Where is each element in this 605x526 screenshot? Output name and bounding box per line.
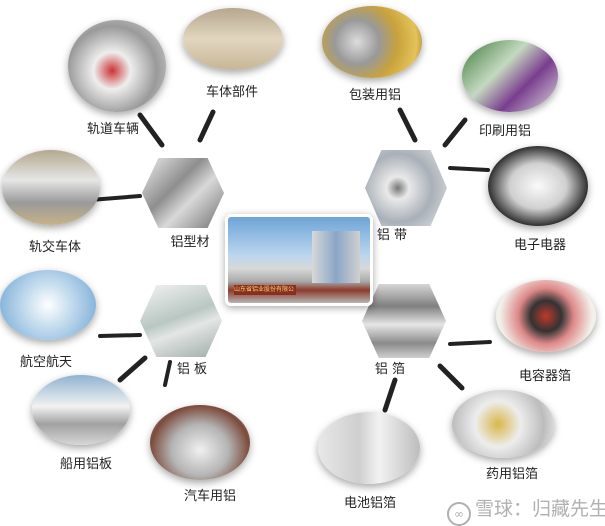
- hub-label-profile: 铝型材: [170, 235, 210, 250]
- medicinal-foil-photo: [452, 390, 554, 458]
- packaging-photo: [322, 6, 422, 78]
- connector: [448, 340, 492, 346]
- rail-transit-body-photo: [2, 150, 100, 225]
- app-label: 船用铝板: [59, 457, 113, 472]
- aerospace-photo: [0, 270, 96, 340]
- app-label: 车体部件: [205, 85, 259, 100]
- capacitor-foil-photo: [496, 280, 596, 352]
- connector: [442, 117, 468, 148]
- connector: [197, 109, 216, 143]
- app-label: 包装用铝: [348, 88, 402, 103]
- connector: [437, 363, 465, 391]
- hub-label-foil: 铝 箔: [374, 362, 406, 377]
- hub-label-strip: 铝 带: [376, 228, 408, 243]
- app-label: 印刷用铝: [478, 124, 532, 139]
- connector: [117, 355, 148, 383]
- app-label: 药用铝箔: [485, 467, 539, 482]
- watermark: ∞雪球：归藏先生: [447, 494, 605, 526]
- app-label: 轨交车体: [28, 240, 82, 255]
- automotive-photo: [150, 405, 250, 480]
- connector: [88, 194, 142, 202]
- app-label: 汽车用铝: [183, 489, 237, 504]
- aluminum-strip-hub-image: [365, 150, 447, 226]
- app-label: 轨道车辆: [86, 122, 140, 137]
- app-label: 电子电器: [513, 238, 567, 253]
- aluminum-profile-hub-image: [142, 158, 224, 228]
- connector: [448, 166, 490, 172]
- aluminum-plate-hub-image: [140, 285, 222, 357]
- watermark-text: 雪球：归藏先生: [475, 498, 605, 520]
- office-building: [312, 231, 360, 283]
- electronics-photo: [488, 146, 588, 226]
- rail-vehicle-photo: [68, 20, 166, 112]
- company-sign: 山东省铝业股份有限公司: [234, 285, 296, 295]
- hub-label-plate: 铝 板: [176, 362, 208, 377]
- app-label: 电池铝箔: [343, 496, 397, 511]
- connector: [382, 377, 398, 413]
- car-body-parts-photo: [183, 8, 283, 70]
- connector: [397, 107, 418, 143]
- company-headquarters-image: 山东省铝业股份有限公司: [225, 214, 373, 306]
- app-label: 航空航天: [19, 355, 73, 370]
- connector: [137, 112, 165, 148]
- snowball-logo-icon: ∞: [447, 502, 471, 526]
- connector: [163, 360, 172, 387]
- battery-foil-photo: [318, 412, 420, 484]
- app-label: 电容器箔: [518, 369, 572, 384]
- printing-photo: [462, 40, 558, 112]
- ship-plate-photo: [32, 375, 130, 445]
- aluminum-foil-hub-image: [362, 284, 446, 358]
- connector: [98, 333, 142, 338]
